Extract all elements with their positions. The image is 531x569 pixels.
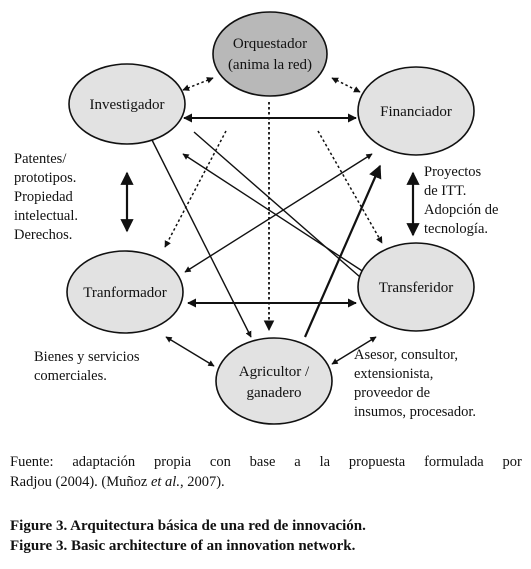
edge-agricultor-financiador [303, 164, 382, 338]
note-patentes: Patentes/ prototipos. Propiedad intelect… [14, 150, 78, 245]
node-agricultor-label-1: Agricultor / [239, 364, 310, 380]
figure-captions: Figure 3. Arquitectura básica de una red… [10, 516, 366, 556]
node-transferidor: Transferidor [357, 242, 475, 332]
source-word: Fuente: [10, 454, 54, 470]
innovation-network-diagram: Orquestador (anima la red) Investigador … [66, 11, 475, 425]
note-patentes-line: Propiedad [14, 189, 73, 205]
note-bienes-line: Bienes y servicios [34, 349, 140, 365]
dotted-edge-orquestador-transferidor [317, 130, 383, 244]
edge-agricultor-transferidor [331, 336, 377, 365]
source-citation-italic: et al. [150, 474, 180, 490]
source-citation-year: , 2007). [179, 474, 225, 490]
source-line-1: Fuente: adaptación propia con base a la … [10, 452, 522, 472]
note-patentes-line: Patentes/ [14, 151, 67, 167]
source-word: a [294, 454, 301, 470]
note-asesor: Asesor, consultor, extensionista, provee… [354, 346, 476, 422]
node-orquestador-label-2: (anima la red) [228, 57, 312, 73]
note-patentes-line: prototipos. [14, 170, 77, 186]
note-asesor-line: proveedor de [354, 385, 431, 401]
caption-english: Figure 3. Basic architecture of an innov… [10, 538, 356, 554]
source-word: propia [154, 454, 192, 470]
dotted-edge-orquestador-financiador [331, 77, 361, 93]
source-note: Fuente: adaptación propia con base a la … [10, 452, 522, 492]
source-line-2: Radjou (2004). (Muñoz et al., 2007). [10, 472, 522, 492]
source-word: formulada [424, 454, 484, 470]
node-tranformador-label: Tranformador [83, 285, 167, 301]
node-financiador-label: Financiador [380, 104, 452, 120]
note-proyectos-line: tecnología. [424, 221, 489, 237]
source-word: base [249, 454, 276, 470]
note-bienes-line: comerciales. [34, 368, 107, 384]
note-proyectos-line: Proyectos [424, 164, 482, 180]
source-word: con [209, 454, 231, 470]
node-orquestador-label-1: Orquestador [233, 36, 307, 52]
source-word: propuesta [348, 454, 406, 470]
node-agricultor: Agricultor / ganadero [215, 337, 333, 425]
node-agricultor-label-2: ganadero [247, 385, 302, 401]
node-orquestador: Orquestador (anima la red) [212, 11, 328, 97]
note-proyectos-line: de ITT. [424, 183, 467, 199]
dotted-edge-orquestador-investigador [182, 77, 214, 91]
note-proyectos: Proyectos de ITT. Adopción de tecnología… [424, 163, 499, 239]
node-transferidor-label: Transferidor [379, 280, 453, 296]
note-patentes-line: Derechos. [14, 227, 73, 243]
edge-investigador-agricultor [151, 139, 252, 338]
dotted-connector-lines [164, 77, 383, 332]
note-asesor-line: insumos, procesador. [354, 404, 477, 420]
edge-financiador-tranformador [184, 153, 373, 273]
dotted-edge-orquestador-tranformador [164, 130, 227, 248]
note-patentes-line: intelectual. [14, 208, 79, 224]
node-investigador-label: Investigador [90, 97, 165, 113]
connector-lines [120, 113, 420, 367]
edge-tranformador-agricultor [165, 336, 215, 367]
caption-spanish: Figure 3. Arquitectura básica de una red… [10, 518, 366, 534]
source-word: adaptación [72, 454, 136, 470]
note-asesor-line: extensionista, [354, 366, 434, 382]
note-bienes: Bienes y servicios comerciales. [34, 348, 140, 386]
edge-transferidor-tranformador-cross [193, 131, 369, 285]
note-asesor-line: Asesor, consultor, [354, 347, 458, 363]
source-citation: Radjou (2004). (Muñoz [10, 474, 151, 490]
note-proyectos-line: Adopción de [424, 202, 499, 218]
node-investigador: Investigador [68, 63, 186, 145]
source-word: la [319, 454, 331, 470]
node-tranformador: Tranformador [66, 250, 184, 334]
source-word: por [502, 454, 522, 470]
node-financiador: Financiador [357, 66, 475, 156]
